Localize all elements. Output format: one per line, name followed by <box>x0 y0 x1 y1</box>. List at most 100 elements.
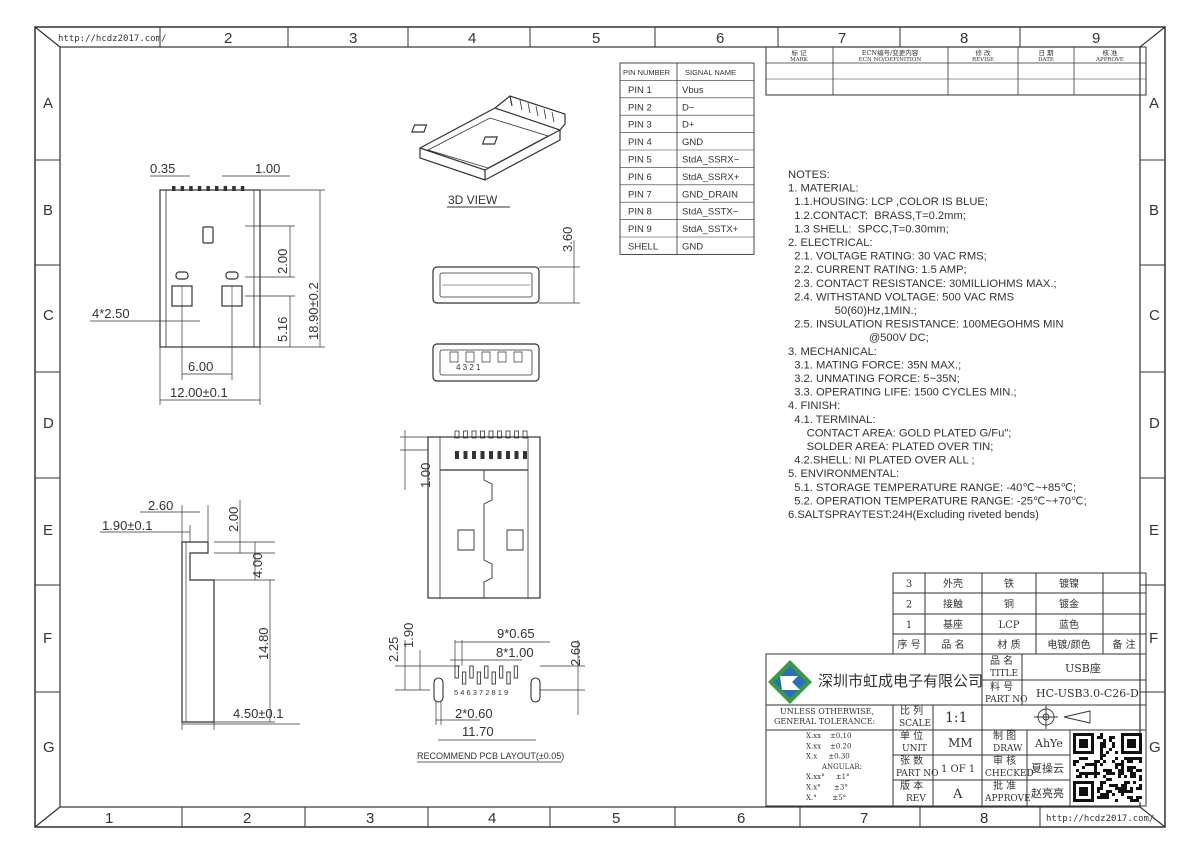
qr-module <box>1112 784 1115 787</box>
side-rulers <box>35 159 1165 693</box>
bom-cell: 铁 <box>1004 577 1014 590</box>
note-line: 3. MECHANICAL: <box>788 346 877 358</box>
qr-module <box>1100 748 1103 751</box>
qr-module <box>1127 760 1130 763</box>
qr-module <box>1085 757 1088 760</box>
top-col-label: 4 <box>468 30 476 47</box>
dim-3-60: 3.60 <box>560 227 575 252</box>
qr-module <box>1100 736 1103 739</box>
bottom-view-pin <box>463 430 468 439</box>
note-line: 2.1. VOLTAGE RATING: 30 VAC RMS; <box>788 251 987 263</box>
qr-module <box>1085 775 1088 778</box>
qr-code <box>1073 733 1142 802</box>
qr-module <box>1139 760 1142 763</box>
top-col-label: 3 <box>349 30 357 47</box>
approve-value: 赵亮亮 <box>1031 786 1064 800</box>
bom-cell: 2 <box>906 600 912 611</box>
qr-module <box>1136 799 1139 802</box>
bom-header-cell: 备 注 <box>1112 638 1135 651</box>
qr-module <box>1121 763 1124 766</box>
qr-module <box>1133 772 1136 775</box>
qr-module <box>1094 769 1097 772</box>
bottom-view-pin <box>454 430 460 439</box>
qr-module <box>1082 766 1085 769</box>
revision-header-en: APPROVE <box>1095 57 1124 63</box>
note-line: 5. ENVIRONMENTAL: <box>788 468 899 480</box>
pcb-pad <box>476 671 482 685</box>
check-cn: 审 核 <box>993 754 1016 767</box>
revision-header-cn: 日 期 <box>1038 49 1054 57</box>
unit-en: UNIT <box>902 744 927 754</box>
pcb-pads <box>454 665 519 685</box>
pcb-pad <box>461 671 467 685</box>
qr-module <box>1136 796 1139 799</box>
pin-table-header: PIN NUMBER <box>623 68 671 77</box>
note-line: 6.SALTSPRAYTEST:24H(Excluding riveted be… <box>788 509 1039 521</box>
bottom-col-label: 8 <box>980 810 988 827</box>
qr-module <box>1130 757 1133 760</box>
qr-module <box>1130 775 1133 778</box>
qr-module <box>1130 769 1133 772</box>
top-col-label: 9 <box>1092 30 1100 47</box>
front-view-1 <box>432 240 580 304</box>
row-label-left: C <box>43 307 54 324</box>
qr-module <box>1079 772 1082 775</box>
qr-module <box>1133 799 1136 802</box>
bom-cell: 基座 <box>943 618 963 631</box>
qr-finder-core <box>1127 739 1136 748</box>
qr-module <box>1073 763 1076 766</box>
top-col-label: 7 <box>838 30 846 47</box>
qr-module <box>1088 772 1091 775</box>
bottom-col-label: 1 <box>105 810 113 827</box>
qr-module <box>1139 784 1142 787</box>
draw-en: DRAW <box>993 744 1023 754</box>
pcb-pin-numbers: 5 4 6 3 7 2 8 1 9 <box>454 688 508 697</box>
revision-header-en: REVISE <box>972 57 994 63</box>
qr-module <box>1094 775 1097 778</box>
qr-module <box>1109 790 1112 793</box>
pcb-pad <box>454 665 459 679</box>
dim-1-00: 1.00 <box>418 463 433 488</box>
dim-6-00: 6.00 <box>188 359 213 374</box>
qr-module <box>1079 775 1082 778</box>
unit-value: MM <box>948 736 973 750</box>
qr-module <box>1097 772 1100 775</box>
bom-header-cell: 品 名 <box>941 638 964 651</box>
bottom-view-pins <box>454 430 528 459</box>
tolerance-line: X.° ±5° <box>806 794 846 802</box>
approve-en: APPROVE <box>984 794 1031 804</box>
qr-module <box>1076 775 1079 778</box>
qr-module <box>1073 760 1076 763</box>
title-en: TITLE <box>990 669 1018 679</box>
dim-5-16: 5.16 <box>275 317 290 342</box>
qr-module <box>1100 781 1103 784</box>
qr-module <box>1109 778 1112 781</box>
bottom-col-label: 6 <box>737 810 745 827</box>
top-view-pin <box>232 186 236 191</box>
pin-number-cell: SHELL <box>628 242 658 253</box>
pcb-dim-11-70: 11.70 <box>462 724 494 739</box>
bottom-view-contact <box>472 451 476 459</box>
signal-name-cell: D− <box>682 102 695 113</box>
dim-12-00: 12.00±0.1 <box>170 385 228 400</box>
qr-module <box>1130 799 1133 802</box>
qr-module <box>1121 766 1124 769</box>
qr-module <box>1118 787 1121 790</box>
side-dim-4-50: 4.50±0.1 <box>233 706 284 721</box>
note-line: 2.2. CURRENT RATING: 1.5 AMP; <box>788 264 967 276</box>
pcb-pad <box>491 671 496 685</box>
qr-module <box>1082 772 1085 775</box>
qr-module <box>1097 760 1100 763</box>
pcb-dim-2-60: 2.60 <box>568 641 583 666</box>
pcb-pad <box>513 665 519 679</box>
bottom-view-pin <box>471 430 477 439</box>
tolerance-line: X.xx ±0.10 <box>806 732 851 740</box>
row-label-left: D <box>43 415 54 432</box>
frame-corners <box>34 26 1166 828</box>
pcb-dim-1-90: 1.90 <box>401 623 416 648</box>
pcb-pad <box>469 665 474 679</box>
qr-module <box>1097 790 1100 793</box>
row-label-left: G <box>43 739 55 756</box>
